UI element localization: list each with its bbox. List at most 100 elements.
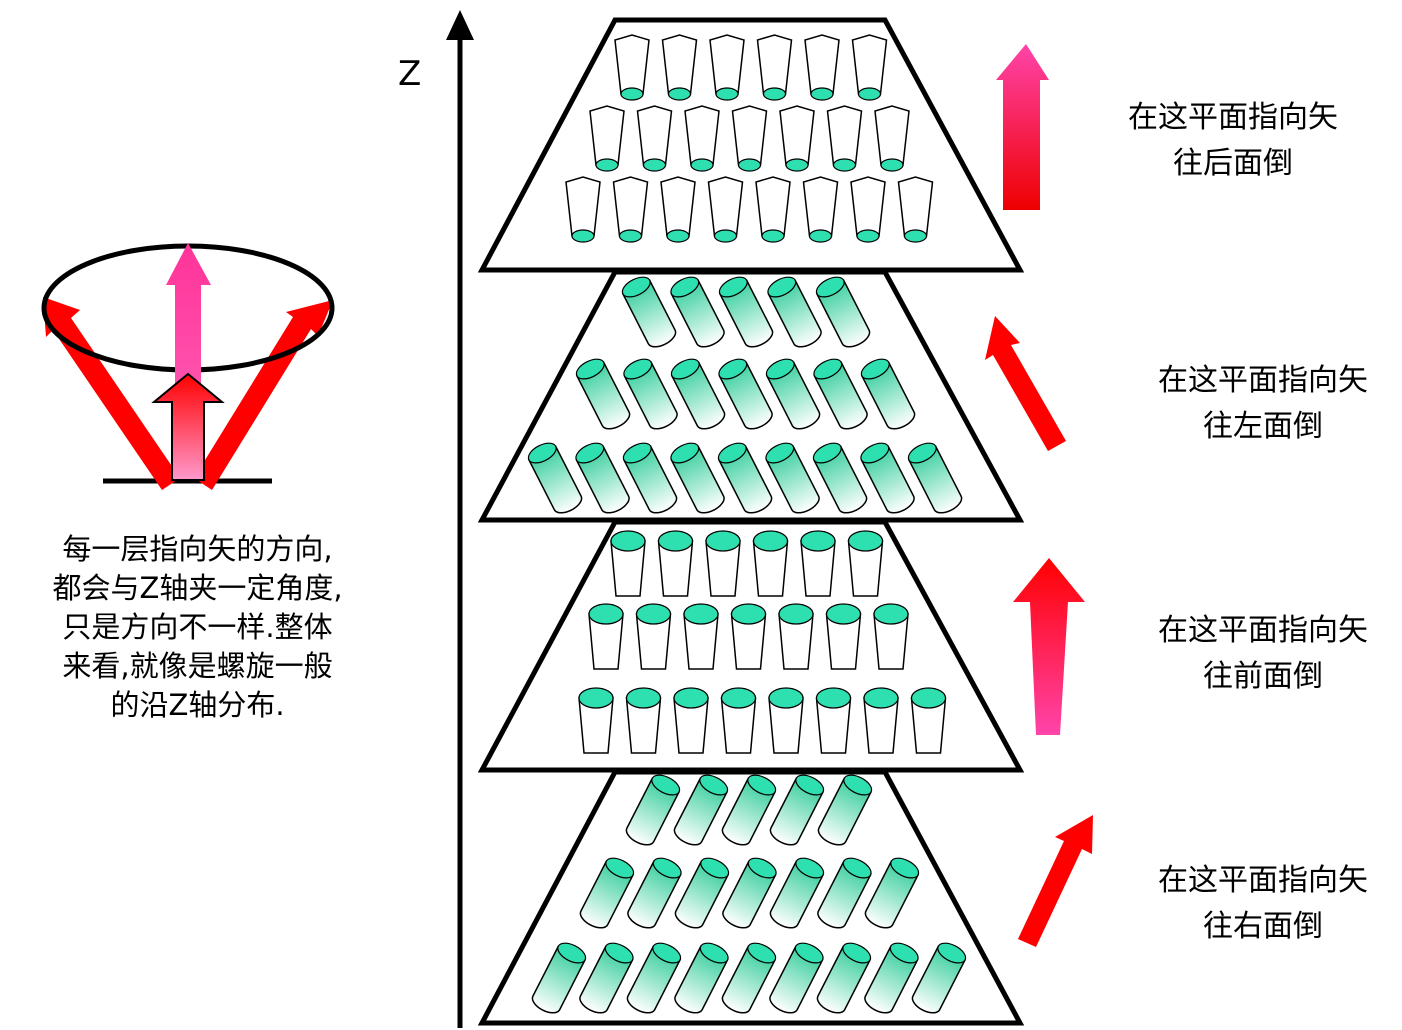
molecule-back (636, 105, 673, 172)
molecules-right (531, 774, 967, 1014)
molecule-tilted (674, 942, 729, 1014)
molecule-tilted (864, 857, 920, 929)
molecule-back (589, 105, 625, 172)
molecule-tilted (718, 276, 774, 348)
arrow-left-icon (985, 316, 1066, 451)
molecule-tilted (722, 857, 777, 929)
arrow-back-icon (996, 44, 1049, 210)
layer-3-label: 在这平面指向矢 往前面倒 (1113, 608, 1402, 700)
molecule-back (802, 176, 839, 243)
molecule-tilted (674, 857, 730, 929)
molecule-tilted (721, 942, 777, 1014)
molecule-front (578, 687, 614, 754)
molecule-tilted (670, 442, 725, 514)
molecule-front (815, 687, 852, 754)
molecule-front (625, 687, 662, 754)
molecule-front (657, 530, 694, 597)
molecule-front (873, 603, 909, 670)
molecule-tilted (627, 857, 682, 929)
molecule-tilted (860, 358, 916, 430)
molecule-tilted (769, 857, 825, 929)
layer-4-label: 在这平面指向矢 往右面倒 (1113, 858, 1402, 950)
molecule-front (673, 687, 709, 754)
molecule-front (730, 603, 767, 670)
molecule-front (683, 603, 719, 670)
precession-diagram (41, 243, 335, 490)
molecule-tilted (531, 942, 587, 1014)
molecule-front (610, 530, 646, 597)
molecule-front (752, 530, 789, 597)
molecule-back (804, 34, 840, 101)
molecule-front (800, 530, 836, 597)
molecule-tilted (527, 442, 583, 514)
molecules-back (565, 34, 934, 243)
molecule-tilted (579, 857, 635, 929)
red-up-arrow-icon (151, 372, 225, 481)
layer-1-label: 在这平面指向矢 往后面倒 (1083, 95, 1383, 187)
molecule-front (588, 603, 624, 670)
molecule-tilted (817, 857, 872, 929)
layer-4-line1: 在这平面指向矢 (1158, 863, 1368, 898)
molecule-tilted (721, 774, 777, 846)
molecule-back (826, 105, 863, 172)
layer-2-line1: 在这平面指向矢 (1158, 363, 1368, 398)
molecule-tilted (623, 358, 678, 430)
molecule-back (612, 176, 649, 243)
molecule-tilted (626, 942, 682, 1014)
layer-3-line2: 往前面倒 (1203, 659, 1323, 694)
molecule-front (768, 687, 804, 754)
molecule-back (850, 176, 886, 243)
molecule-tilted (575, 358, 631, 430)
molecule-tilted (769, 942, 824, 1014)
arrow-right-icon (1018, 815, 1093, 947)
z-axis (446, 10, 474, 1028)
molecule-tilted (621, 276, 677, 348)
molecule-tilted (670, 358, 726, 430)
molecule-front (910, 687, 947, 754)
molecule-tilted (813, 358, 868, 430)
molecule-front (635, 603, 672, 670)
arrow-front-icon (1013, 558, 1085, 735)
molecule-front (825, 603, 862, 670)
molecule-tilted (673, 774, 729, 846)
molecule-back (731, 105, 768, 172)
molecule-back (851, 34, 888, 101)
molecules-front (578, 530, 947, 754)
molecule-back (684, 105, 720, 172)
molecule-back (709, 34, 745, 101)
z-axis-label: Z (398, 54, 422, 94)
molecule-tilted (864, 942, 919, 1014)
layer-1-line2: 往后面倒 (1173, 146, 1293, 181)
tilted-arrow-left-icon (43, 297, 180, 490)
molecule-front (863, 687, 899, 754)
molecule-tilted (911, 942, 967, 1014)
molecule-tilted (907, 442, 963, 514)
layer-4-line2: 往右面倒 (1203, 909, 1323, 944)
molecule-tilted (765, 442, 820, 514)
molecule-front (720, 687, 757, 754)
molecule-back (897, 176, 934, 243)
molecule-tilted (718, 358, 773, 430)
molecules-left (527, 276, 963, 514)
molecule-tilted (717, 442, 773, 514)
molecule-tilted (670, 276, 725, 348)
layer-2-label: 在这平面指向矢 往左面倒 (1113, 358, 1402, 450)
molecule-tilted (625, 774, 681, 846)
molecule-tilted (817, 774, 873, 846)
molecule-back (755, 176, 791, 243)
molecule-tilted (622, 442, 678, 514)
description-text: 每一层指向矢的方向, 都会与Z轴夹一定角度, 只是方向不一样.整体 来看,就像是… (52, 532, 343, 722)
molecule-tilted (575, 442, 630, 514)
molecule-back (756, 34, 793, 101)
molecule-back (660, 176, 696, 243)
layer-2-line2: 往左面倒 (1203, 409, 1323, 444)
molecule-tilted (860, 442, 915, 514)
molecule-front (705, 530, 741, 597)
molecule-front (778, 603, 814, 670)
molecule-tilted (765, 358, 821, 430)
molecule-front (847, 530, 884, 597)
molecule-back (614, 34, 650, 101)
molecule-back (707, 176, 744, 243)
molecule-tilted (815, 276, 871, 348)
molecule-back (779, 105, 815, 172)
